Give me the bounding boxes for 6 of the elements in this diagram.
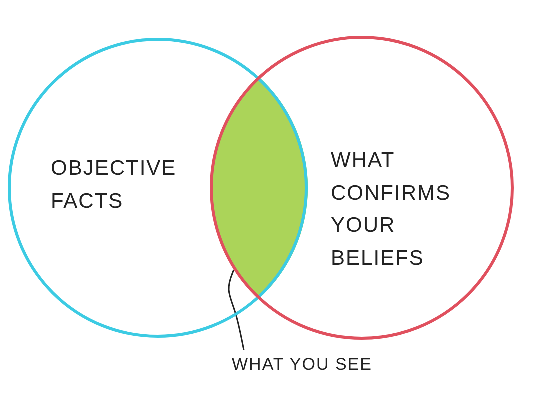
leader-line: [228, 270, 245, 350]
callout-text: WHAT YOU SEE: [232, 354, 372, 376]
venn-circle: [8, 38, 308, 338]
circle-label: OBJECTIVE FACTS: [51, 156, 177, 215]
circle-label: WHAT CONFIRMS YOUR BELIEFS: [331, 148, 451, 272]
venn-circle: [210, 36, 514, 340]
